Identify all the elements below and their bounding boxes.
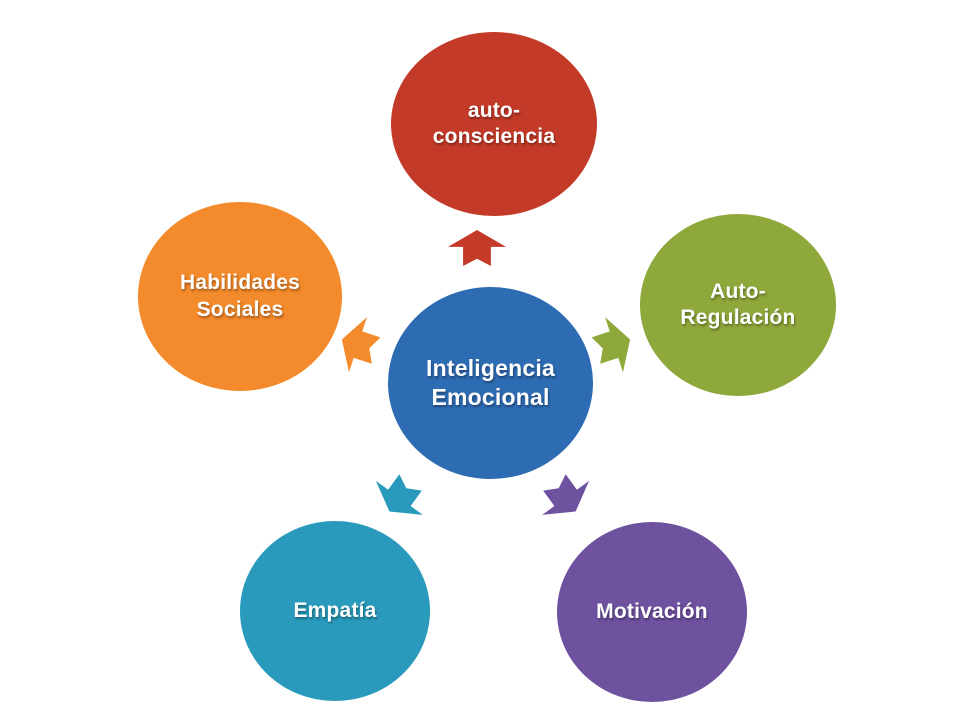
node-label-empatia: Empatía bbox=[293, 598, 377, 622]
node-label-auto-regulacion: Auto- Regulación bbox=[680, 279, 796, 329]
node-circle-auto-consciencia: auto- consciencia bbox=[391, 32, 597, 216]
arrow-down-left-icon bbox=[366, 465, 434, 528]
arrow-down-right-icon bbox=[531, 465, 599, 528]
node-label-auto-consciencia: auto- consciencia bbox=[432, 98, 556, 148]
node-label-habilidades-sociales: Habilidades Sociales bbox=[179, 271, 301, 321]
node-circle-habilidades-sociales: Habilidades Sociales bbox=[138, 202, 342, 391]
arrow-up-left-icon bbox=[333, 312, 385, 378]
node-circle-auto-regulacion: Auto- Regulación bbox=[640, 214, 836, 396]
node-label-inteligencia-emocional: Inteligencia Emocional bbox=[426, 355, 555, 410]
node-circle-empatia: Empatía bbox=[240, 521, 430, 701]
node-circle-motivacion: Motivación bbox=[557, 522, 747, 702]
arrow-up-right-icon bbox=[587, 312, 639, 378]
node-circle-inteligencia-emocional: Inteligencia Emocional bbox=[388, 287, 593, 479]
arrow-up-icon bbox=[448, 230, 506, 266]
node-label-motivacion: Motivación bbox=[596, 599, 708, 623]
